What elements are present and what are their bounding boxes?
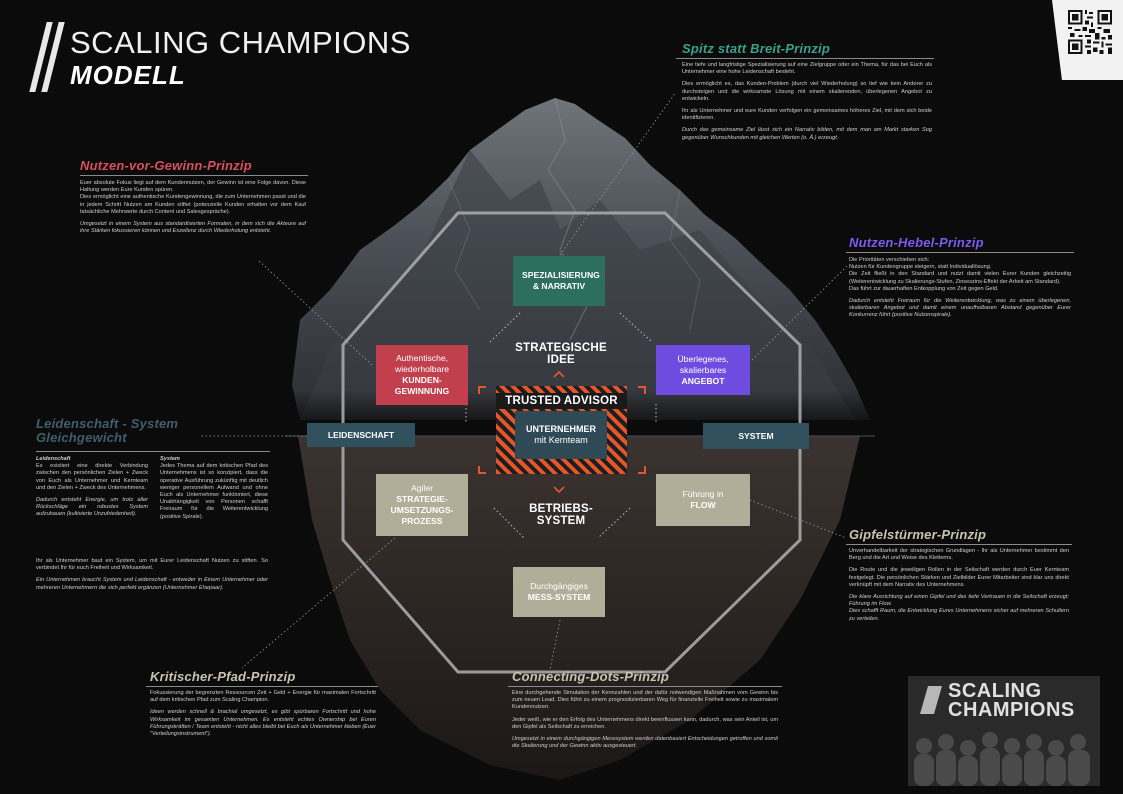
box-unternehmer xyxy=(515,411,607,459)
principle-text-dots: Eine durchgehende Simulation der Kennzah… xyxy=(512,690,778,750)
principle-title-leidenschaft: Leidenschaft - System xyxy=(36,416,179,431)
box-spezialisierung: SPEZIALISIERUNG & NARRATIV xyxy=(513,256,605,306)
label-trusted-advisor: TRUSTED ADVISOR xyxy=(496,393,627,409)
team-silhouettes xyxy=(908,676,1100,786)
page-title: SCALING CHAMPIONS xyxy=(70,25,411,60)
principle-text-leidenschaft-bottom: Ihr als Unternehmer baut ein System, um … xyxy=(36,558,268,591)
divider xyxy=(146,686,378,687)
label-betriebs-system: BETRIEBS-SYSTEM xyxy=(529,503,593,527)
principle-title-spitz: Spitz statt Breit-Prinzip xyxy=(682,41,831,56)
box-angebot: Überlegenes, skalierbares ANGEBOT xyxy=(656,345,750,395)
principle-title-leidenschaft-2: Gleichgewicht xyxy=(36,430,127,445)
divider xyxy=(846,252,1074,253)
principle-text-leidenschaft-col2: System Jedes Thema auf dem kritischen Pf… xyxy=(160,456,268,520)
principle-title-gipfel: Gipfelstürmer-Prinzip xyxy=(849,527,987,542)
principle-text-gipfel: Unverhandelbarkeit der strategischen Gru… xyxy=(849,548,1069,622)
divider xyxy=(508,686,782,687)
corner-mark xyxy=(638,466,646,474)
principle-text-pfad: Fokussierung der begrenzten Ressourcen Z… xyxy=(150,690,376,738)
logo-text: SCALING CHAMPIONS xyxy=(948,680,1075,721)
box-mess-system: Durchgängiges MESS-SYSTEM xyxy=(513,567,605,617)
principle-title-nutzen-gewinn: Nutzen-vor-Gewinn-Prinzip xyxy=(80,158,252,173)
pill-leidenschaft: LEIDENSCHAFT xyxy=(307,423,415,447)
principle-title-dots: Connecting-Dots-Prinzip xyxy=(512,669,669,684)
box-flow: Führung in FLOW xyxy=(656,474,750,526)
divider xyxy=(36,451,270,452)
team-photo: SCALING CHAMPIONS xyxy=(908,676,1100,786)
box-kundengewinnung: Authentische, wiederholbare KUNDEN-GEWIN… xyxy=(376,345,468,405)
divider xyxy=(80,175,308,176)
principle-text-spitz: Eine tiefe und langfristige Spezialisier… xyxy=(682,62,932,141)
divider xyxy=(676,58,934,59)
principle-text-nutzen-gewinn: Euer absolute Fokus liegt auf dem Kunden… xyxy=(80,180,306,235)
divider xyxy=(846,544,1072,545)
corner-mark xyxy=(478,466,486,474)
qr-code-icon[interactable] xyxy=(1068,10,1112,54)
pill-system: SYSTEM xyxy=(703,423,809,449)
principle-title-pfad: Kritischer-Pfad-Prinzip xyxy=(150,669,296,684)
principle-text-hebel: Die Prioritäten verschieben sich: Nutzen… xyxy=(849,257,1071,319)
principle-title-hebel: Nutzen-Hebel-Prinzip xyxy=(849,235,984,250)
corner-mark xyxy=(478,386,486,394)
label-unternehmer: UNTERNEHMER mit Kernteam xyxy=(525,424,596,445)
label-strategische-idee: STRATEGISCHE IDEE xyxy=(515,342,607,366)
box-strategie-prozess: Agiler STRATEGIE-UMSETZUNGS-PROZESS xyxy=(376,474,468,536)
octagon-frame xyxy=(341,211,802,674)
principle-text-leidenschaft-col1: Leidenschaft Es existiert eine direkte V… xyxy=(36,456,148,518)
corner-mark xyxy=(638,386,646,394)
page-subtitle: MODELL xyxy=(70,60,186,90)
